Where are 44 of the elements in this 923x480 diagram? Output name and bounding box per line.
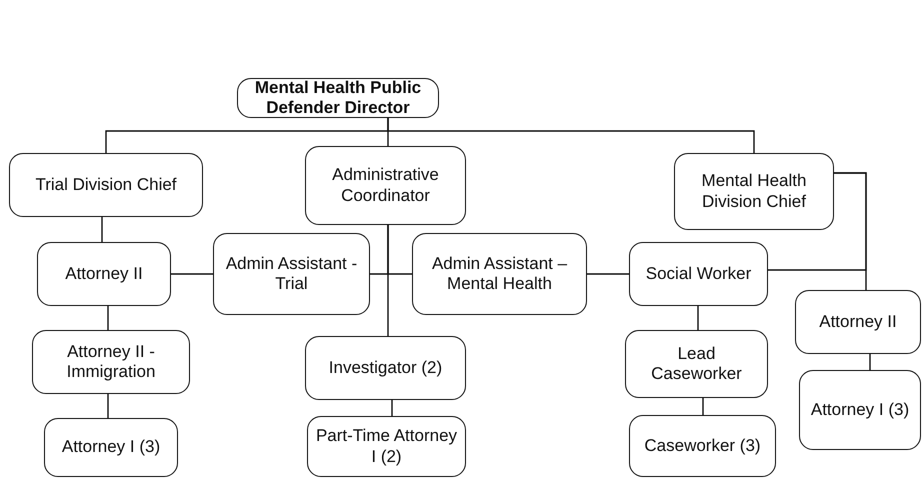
position-box xyxy=(625,330,768,398)
position-title: Investigator (2) xyxy=(328,358,442,378)
connector-line xyxy=(587,273,629,275)
connector-line xyxy=(869,354,871,370)
position-title: Attorney I (3) xyxy=(62,437,160,458)
position-box xyxy=(305,336,466,400)
position-title: Attorney II - Immigration xyxy=(66,342,156,382)
position-title: Part-Time Attorney I (2) xyxy=(314,426,458,467)
position-title: Administrative Coordinator xyxy=(331,165,440,206)
position-box xyxy=(629,242,768,306)
position-title: Trial Division Chief xyxy=(35,174,177,196)
position-title: Admin Assistant - Trial xyxy=(224,254,358,294)
connector-line xyxy=(101,217,103,242)
position-box xyxy=(9,153,203,217)
connector-line xyxy=(702,398,704,415)
connector-line xyxy=(697,306,699,330)
position-box xyxy=(629,415,776,477)
connector-line xyxy=(171,273,213,275)
position-title: Attorney I (3) xyxy=(810,400,910,420)
position-box xyxy=(674,153,834,230)
position-box xyxy=(44,418,178,477)
position-title: Social Worker xyxy=(646,264,752,284)
position-title: Mental Health Public Defender Director xyxy=(254,78,422,118)
position-title: Caseworker (3) xyxy=(644,436,761,456)
position-title: Attorney II xyxy=(65,264,143,284)
connector-line xyxy=(387,118,755,153)
position-box xyxy=(305,146,466,225)
connector-line xyxy=(387,225,389,336)
connector-line xyxy=(107,394,109,418)
position-title: Mental Health Division Chief xyxy=(700,171,808,212)
position-box xyxy=(32,330,190,394)
position-title: Lead Caseworker xyxy=(650,344,743,384)
position-box xyxy=(213,233,370,315)
position-box xyxy=(307,416,466,477)
position-box xyxy=(412,233,587,315)
position-box xyxy=(37,242,171,306)
position-title: Attorney II xyxy=(819,312,897,332)
connector-line xyxy=(834,172,867,290)
position-title: Admin Assistant – Mental Health xyxy=(430,254,568,294)
position-box xyxy=(799,370,921,450)
connector-line xyxy=(391,400,393,416)
connector-line xyxy=(107,306,109,330)
position-box xyxy=(795,290,921,354)
position-box xyxy=(237,78,439,118)
